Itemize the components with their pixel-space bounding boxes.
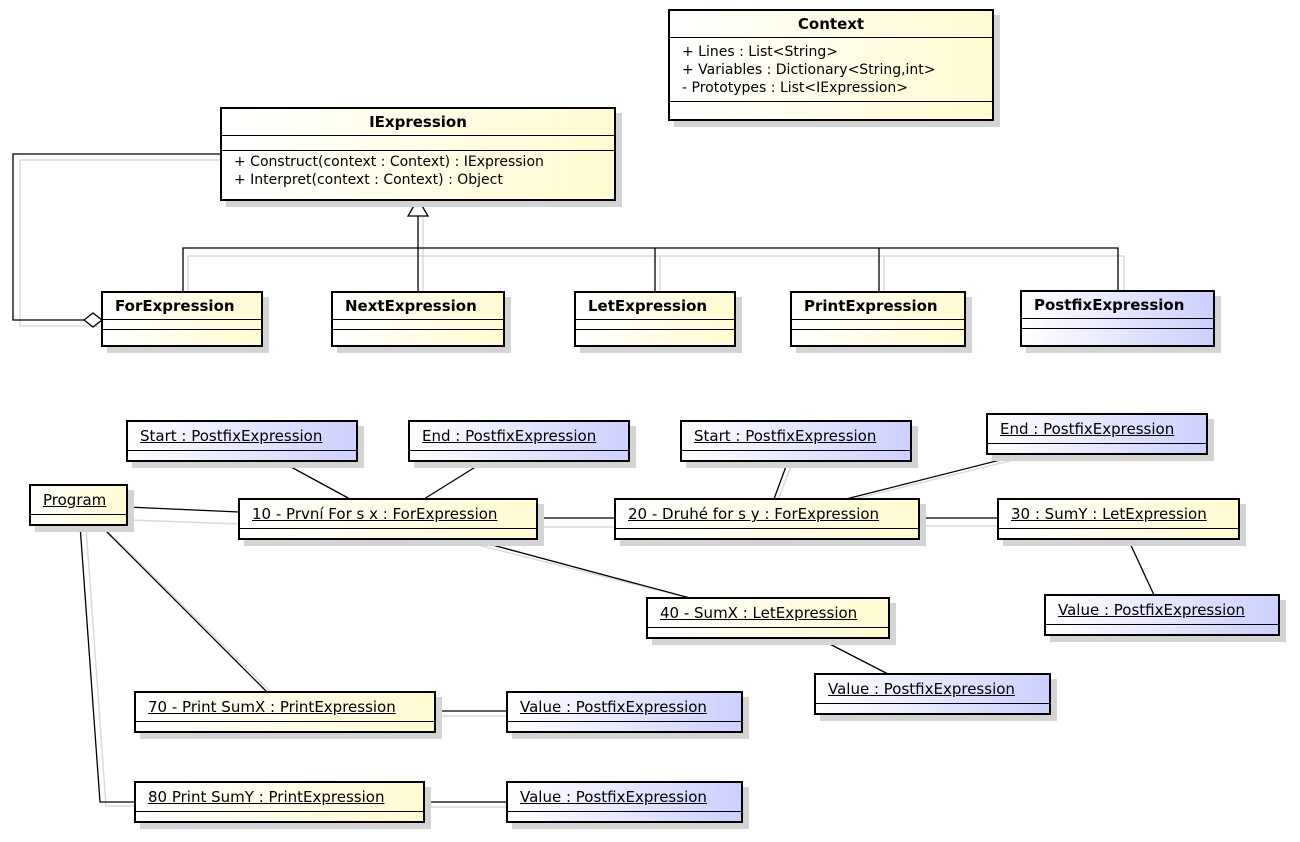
- object-value-30[interactable]: Value : PostfixExpression: [1044, 594, 1280, 636]
- object-name: Value : PostfixExpression: [1046, 596, 1278, 625]
- shadow-link-for10-let40: [477, 544, 698, 601]
- class-name: LetExpression: [576, 293, 734, 320]
- class-attributes: [792, 320, 964, 330]
- link-start2-for20: [773, 460, 789, 500]
- class-operations: [333, 330, 503, 339]
- link-program-for10: [126, 506, 240, 513]
- object-name: Start : PostfixExpression: [128, 422, 356, 451]
- class-context[interactable]: Context + Lines : List<String> + Variabl…: [668, 9, 994, 121]
- object-end-2[interactable]: End : PostfixExpression: [986, 413, 1208, 455]
- link-let40-value: [815, 636, 889, 675]
- link-program-print70: [99, 524, 268, 693]
- class-operations: + Construct(context : Context) : IExpres…: [222, 151, 614, 193]
- object-name: Start : PostfixExpression: [682, 422, 910, 451]
- class-operations: [103, 330, 261, 339]
- class-let-expression[interactable]: LetExpression: [574, 291, 736, 347]
- class-name: IExpression: [222, 109, 614, 136]
- object-name: Value : PostfixExpression: [508, 783, 741, 812]
- object-name: End : PostfixExpression: [410, 422, 628, 451]
- object-name: 10 - První For s x : ForExpression: [240, 500, 536, 529]
- class-attributes: [333, 320, 503, 330]
- object-name: 40 - SumX : LetExpression: [648, 599, 888, 628]
- class-next-expression[interactable]: NextExpression: [331, 291, 505, 347]
- aggregation-diamond: [82, 312, 104, 328]
- class-attributes: [222, 136, 614, 151]
- attribute-line: - Prototypes : List<IExpression>: [682, 80, 909, 96]
- inheritance-branch-for: [182, 247, 418, 292]
- object-value-70[interactable]: Value : PostfixExpression: [506, 691, 743, 733]
- class-attributes: [103, 320, 261, 330]
- object-value-40[interactable]: Value : PostfixExpression: [814, 673, 1051, 715]
- operation-line: + Interpret(context : Context) : Object: [234, 172, 503, 188]
- inheritance-triangle: [406, 197, 430, 217]
- class-iexpression[interactable]: IExpression + Construct(context : Contex…: [220, 107, 616, 201]
- object-program[interactable]: Program: [29, 484, 128, 526]
- shadow-inheritance-right: [423, 255, 1125, 292]
- object-name: 70 - Print SumX : PrintExpression: [136, 693, 434, 722]
- class-operations: [792, 330, 964, 339]
- class-attributes: [1022, 319, 1213, 329]
- object-name: 30 : SumY : LetExpression: [999, 500, 1238, 529]
- object-print-70[interactable]: 70 - Print SumX : PrintExpression: [134, 691, 436, 733]
- object-start-1[interactable]: Start : PostfixExpression: [126, 420, 358, 462]
- object-name: End : PostfixExpression: [988, 415, 1206, 444]
- link-end2-for20: [845, 454, 1021, 500]
- shadow-link-program-print80: [85, 525, 137, 807]
- shadow-aggregation: [19, 159, 224, 327]
- class-attributes: [576, 320, 734, 330]
- object-name: Program: [31, 486, 126, 515]
- object-name: 20 - Druhé for s y : ForExpression: [616, 500, 918, 529]
- class-name: PostfixExpression: [1022, 292, 1213, 319]
- object-print-80[interactable]: 80 Print SumY : PrintExpression: [134, 781, 425, 823]
- object-let-40[interactable]: 40 - SumX : LetExpression: [646, 597, 890, 639]
- class-name: Context: [670, 11, 992, 38]
- aggregation-line: [12, 153, 222, 321]
- class-operations: [1022, 329, 1213, 338]
- class-operations: [670, 102, 992, 111]
- class-operations: [576, 330, 734, 339]
- attribute-line: + Variables : Dictionary<String,int>: [682, 62, 936, 78]
- attribute-line: + Lines : List<String>: [682, 44, 838, 60]
- link-for10-let40: [469, 538, 691, 599]
- class-attributes: + Lines : List<String> + Variables : Dic…: [670, 38, 992, 102]
- link-program-print80: [79, 524, 135, 803]
- object-let-30[interactable]: 30 : SumY : LetExpression: [997, 498, 1240, 540]
- shadow-link-program-for10: [128, 519, 242, 525]
- link-let30-value: [1127, 538, 1155, 596]
- object-end-1[interactable]: End : PostfixExpression: [408, 420, 630, 462]
- link-start1-for10: [279, 460, 351, 500]
- operation-line: + Construct(context : Context) : IExpres…: [234, 154, 544, 170]
- class-name: ForExpression: [103, 293, 261, 320]
- object-start-2[interactable]: Start : PostfixExpression: [680, 420, 912, 462]
- shadow-link-program-print70: [105, 529, 274, 695]
- class-name: NextExpression: [333, 293, 503, 320]
- class-postfix-expression[interactable]: PostfixExpression: [1020, 290, 1215, 347]
- object-name: Value : PostfixExpression: [508, 693, 741, 722]
- object-value-80[interactable]: Value : PostfixExpression: [506, 781, 743, 823]
- shadow-link-for20-end2: [849, 456, 1027, 501]
- object-name: Value : PostfixExpression: [816, 675, 1049, 704]
- link-end1-for10: [423, 460, 486, 500]
- object-for-20[interactable]: 20 - Druhé for s y : ForExpression: [614, 498, 920, 540]
- class-print-expression[interactable]: PrintExpression: [790, 291, 966, 347]
- inheritance-branch-right: [418, 247, 1119, 291]
- shadow-link-start2-for20: [777, 462, 793, 501]
- object-for-10[interactable]: 10 - První For s x : ForExpression: [238, 498, 538, 540]
- shadow-inheritance: [187, 202, 424, 294]
- class-for-expression[interactable]: ForExpression: [101, 291, 263, 347]
- object-name: 80 Print SumY : PrintExpression: [136, 783, 423, 812]
- class-name: PrintExpression: [792, 293, 964, 320]
